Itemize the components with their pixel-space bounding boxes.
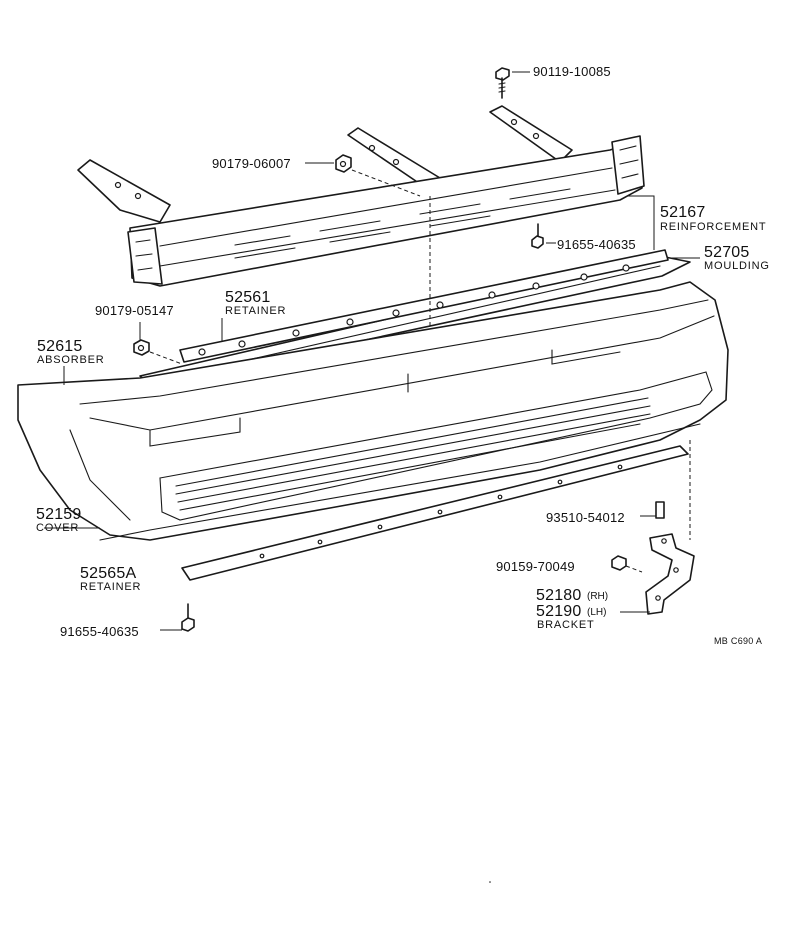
label-nut-left: 90179-05147 [95,303,174,318]
cover-part [17,281,729,541]
label-upper-retainer-number: 52561 [225,289,271,306]
bolt-bottom-part [160,603,195,632]
label-moulding-number: 52705 [704,244,750,261]
label-moulding-name: MOULDING [704,260,770,272]
nut-left-part [133,322,183,365]
nut-right-part [611,555,643,573]
label-bolt-top: 90119-10085 [533,64,611,79]
label-absorber-number: 52615 [37,338,83,355]
label-screw-right: 93510-54012 [546,510,625,525]
reinforcement-part [77,105,655,287]
label-nut-upper: 90179-06007 [212,156,291,171]
nut-upper-part [305,154,421,197]
screw-right-part [640,501,665,519]
label-lower-retainer-name: RETAINER [80,581,142,593]
label-bracket-rh-number: 52180 [536,587,582,604]
label-reinforcement-name: REINFORCEMENT [660,221,767,233]
label-bracket-lh-side: (LH) [587,607,607,618]
label-absorber-name: ABSORBER [37,354,105,366]
lower-retainer-part [181,445,689,581]
label-cover-number: 52159 [36,506,82,523]
label-bolt-bottom: 91655-40635 [60,624,139,639]
label-upper-retainer-name: RETAINER [225,305,287,317]
label-bracket-name: BRACKET [537,619,595,631]
upper-retainer-part [179,249,669,363]
label-bracket-rh-side: (RH) [587,591,609,602]
label-lower-retainer-number: 52565A [80,565,137,582]
label-bolt-mid: 91655-40635 [557,237,636,252]
label-bracket-lh-number: 52190 [536,603,582,620]
diagram-code: MB C690 A [714,636,763,646]
bolt-top-part [495,67,530,99]
bracket-part [620,533,695,615]
label-nut-right: 90159-70049 [496,559,575,574]
label-cover-name: COVER [36,522,80,534]
bolt-mid-part [531,223,556,249]
label-reinforcement-number: 52167 [660,204,706,221]
